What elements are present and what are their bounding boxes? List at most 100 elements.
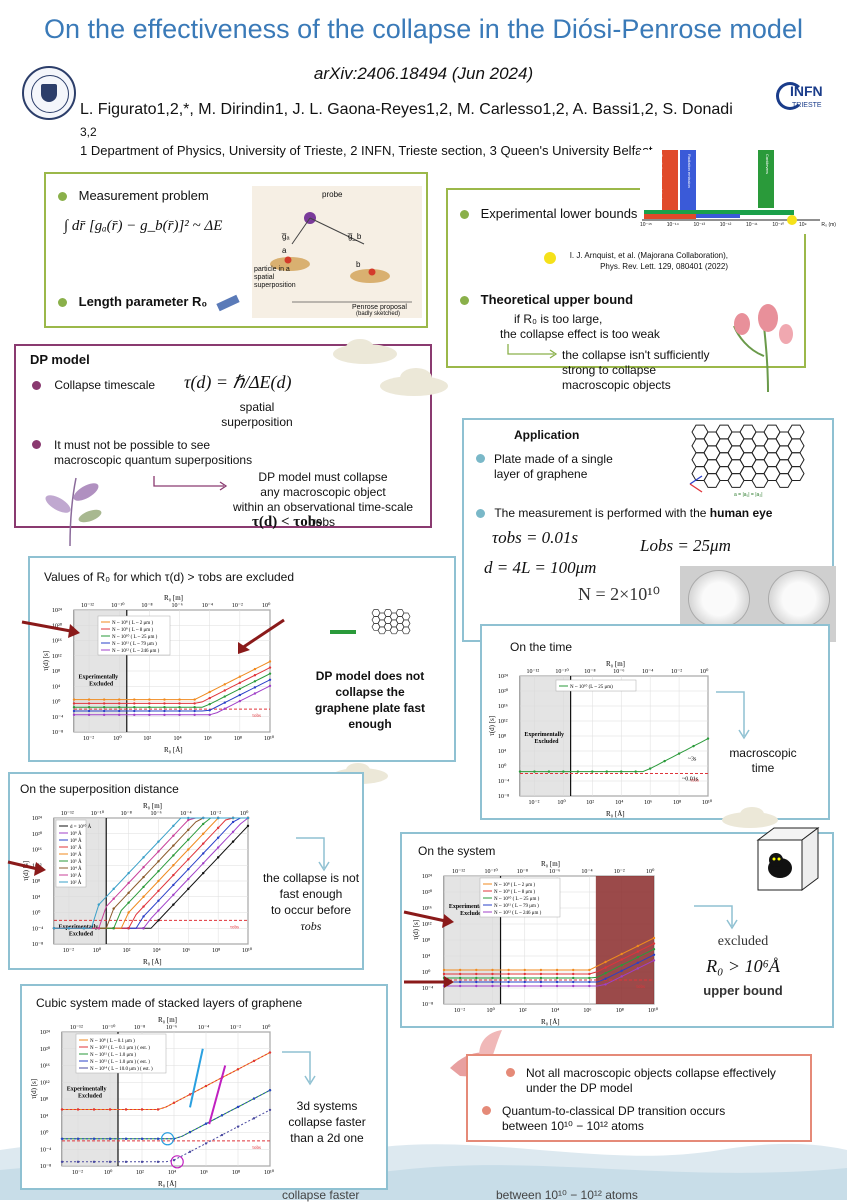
- bullet-icon: [58, 298, 67, 308]
- top-tick-label: 10⁻¹²: [61, 811, 74, 817]
- data-point: [118, 709, 121, 713]
- data-point: [539, 980, 543, 984]
- data-point: [133, 706, 136, 709]
- legend-entry: N ~ 10¹⁰ ( L ~ 25 μm ): [112, 634, 158, 640]
- data-point: [133, 713, 136, 717]
- x-tick-label: 10⁰: [486, 1007, 495, 1014]
- data-point: [142, 895, 145, 898]
- legend-entry: N ~ 10⁹ ( L ~ 8 μm ): [494, 889, 535, 895]
- arrow-icon: [507, 344, 558, 359]
- y-tick-label: 10⁰: [422, 969, 431, 976]
- tau-obs-label: τobs: [252, 1146, 261, 1151]
- x-tick-label: 10⁰: [557, 799, 566, 806]
- x-tick-label: 10²: [123, 948, 131, 954]
- excluded-label: Excluded: [69, 931, 94, 937]
- data-point: [604, 966, 607, 969]
- highlight-circle-purple: [170, 1155, 184, 1169]
- sketch-caption2: (badly sketched): [356, 311, 401, 317]
- x-tick-label: 10⁸: [673, 800, 681, 806]
- data-point: [216, 826, 220, 830]
- excluded-label: Experimentally: [58, 924, 98, 930]
- top-tick-label: 10⁻²: [210, 811, 221, 817]
- sketch-ga-label: g̅ₐ: [282, 232, 290, 241]
- data-point: [576, 770, 580, 773]
- data-point: [507, 980, 510, 984]
- data-point: [187, 858, 190, 861]
- x-tick-label: 10⁴: [152, 948, 160, 954]
- bullet-icon: [506, 1068, 515, 1077]
- x-axis-label: R₀ [Å]: [158, 1180, 177, 1188]
- cloud-icon: [380, 368, 448, 396]
- cubic-heading: Cubic system made of stacked layers of g…: [36, 996, 303, 1010]
- data-point: [268, 684, 272, 688]
- data-point: [523, 984, 526, 988]
- y-tick-label: 10¹⁶: [498, 704, 508, 710]
- legend-entry: 10² Å: [70, 880, 82, 886]
- data-point: [572, 984, 575, 988]
- top-tick-label: 10⁻¹⁰: [91, 810, 105, 817]
- highlight-circle-blue: [161, 1132, 175, 1146]
- data-point: [223, 689, 226, 692]
- data-point: [220, 1114, 224, 1117]
- top-tick-label: 10⁻¹²: [452, 869, 465, 875]
- data-point: [252, 1117, 256, 1120]
- top-tick-label: 10⁻¹⁰: [102, 1024, 116, 1031]
- legend-entry: 10³ Å: [70, 873, 82, 879]
- data-point: [246, 816, 250, 820]
- superposition-conclusion-line2: fast enough: [279, 887, 343, 901]
- highlight-arrow-purple: [208, 1065, 227, 1125]
- data-point: [268, 666, 272, 669]
- data-point: [157, 869, 160, 873]
- data-point: [475, 980, 478, 984]
- measurement-item: Measurement problem: [58, 188, 209, 203]
- data-point: [187, 816, 190, 820]
- summary-box: Not all macroscopic objects collapse eff…: [466, 1054, 812, 1142]
- data-point: [636, 944, 640, 948]
- series-line: [520, 738, 709, 773]
- data-point: [157, 909, 160, 912]
- hex-cell: [787, 466, 805, 481]
- bounds-chart-svg: [642, 150, 820, 225]
- data-point: [188, 1130, 192, 1134]
- y-tick-label: 10²⁰: [32, 831, 43, 838]
- arrow-teal-icon: [716, 691, 750, 740]
- data-point: [238, 687, 242, 691]
- data-point: [142, 927, 145, 930]
- data-point: [193, 706, 196, 709]
- legend-entry: 10⁵ Å: [70, 859, 82, 865]
- top-tick-label: 10⁻²: [614, 869, 625, 875]
- data-point: [620, 975, 623, 978]
- series-line: [74, 685, 271, 716]
- particle-b: [368, 268, 376, 276]
- data-point: [157, 850, 160, 853]
- data-point: [706, 737, 710, 740]
- series-line: [74, 679, 271, 712]
- bullet-icon: [476, 454, 485, 463]
- d-eq: d = 4L = 100μm: [484, 558, 597, 577]
- x-tick-label: 10¹⁰: [648, 1007, 659, 1014]
- data-point: [518, 770, 522, 773]
- x-tick-label: 10⁴: [174, 736, 182, 742]
- data-point: [124, 1108, 128, 1111]
- y-tick-label: 10⁴: [32, 895, 40, 901]
- x-tick-label: 10⁴: [168, 1170, 176, 1176]
- data-point: [236, 1125, 240, 1128]
- x-tick-label: 10¹⁰: [264, 735, 275, 742]
- legend-entry: N ~ 10¹⁰ ( L ~ 25 μm ): [494, 896, 540, 902]
- x-tick-label: 10¹⁰: [264, 1169, 275, 1176]
- upper-bound-label: Theoretical upper bound: [480, 292, 634, 307]
- data-point: [188, 1150, 192, 1153]
- data-point: [133, 709, 136, 713]
- graphene-item: Plate made of a single layer of graphene: [476, 452, 613, 482]
- hex-cell: [787, 438, 805, 454]
- data-point: [102, 698, 106, 701]
- length-parameter-item: Length parameter R₀: [58, 294, 240, 311]
- data-point: [172, 1158, 176, 1162]
- top-tick-label: 10⁻⁸: [584, 669, 595, 675]
- data-point: [163, 709, 166, 713]
- data-point: [72, 702, 76, 705]
